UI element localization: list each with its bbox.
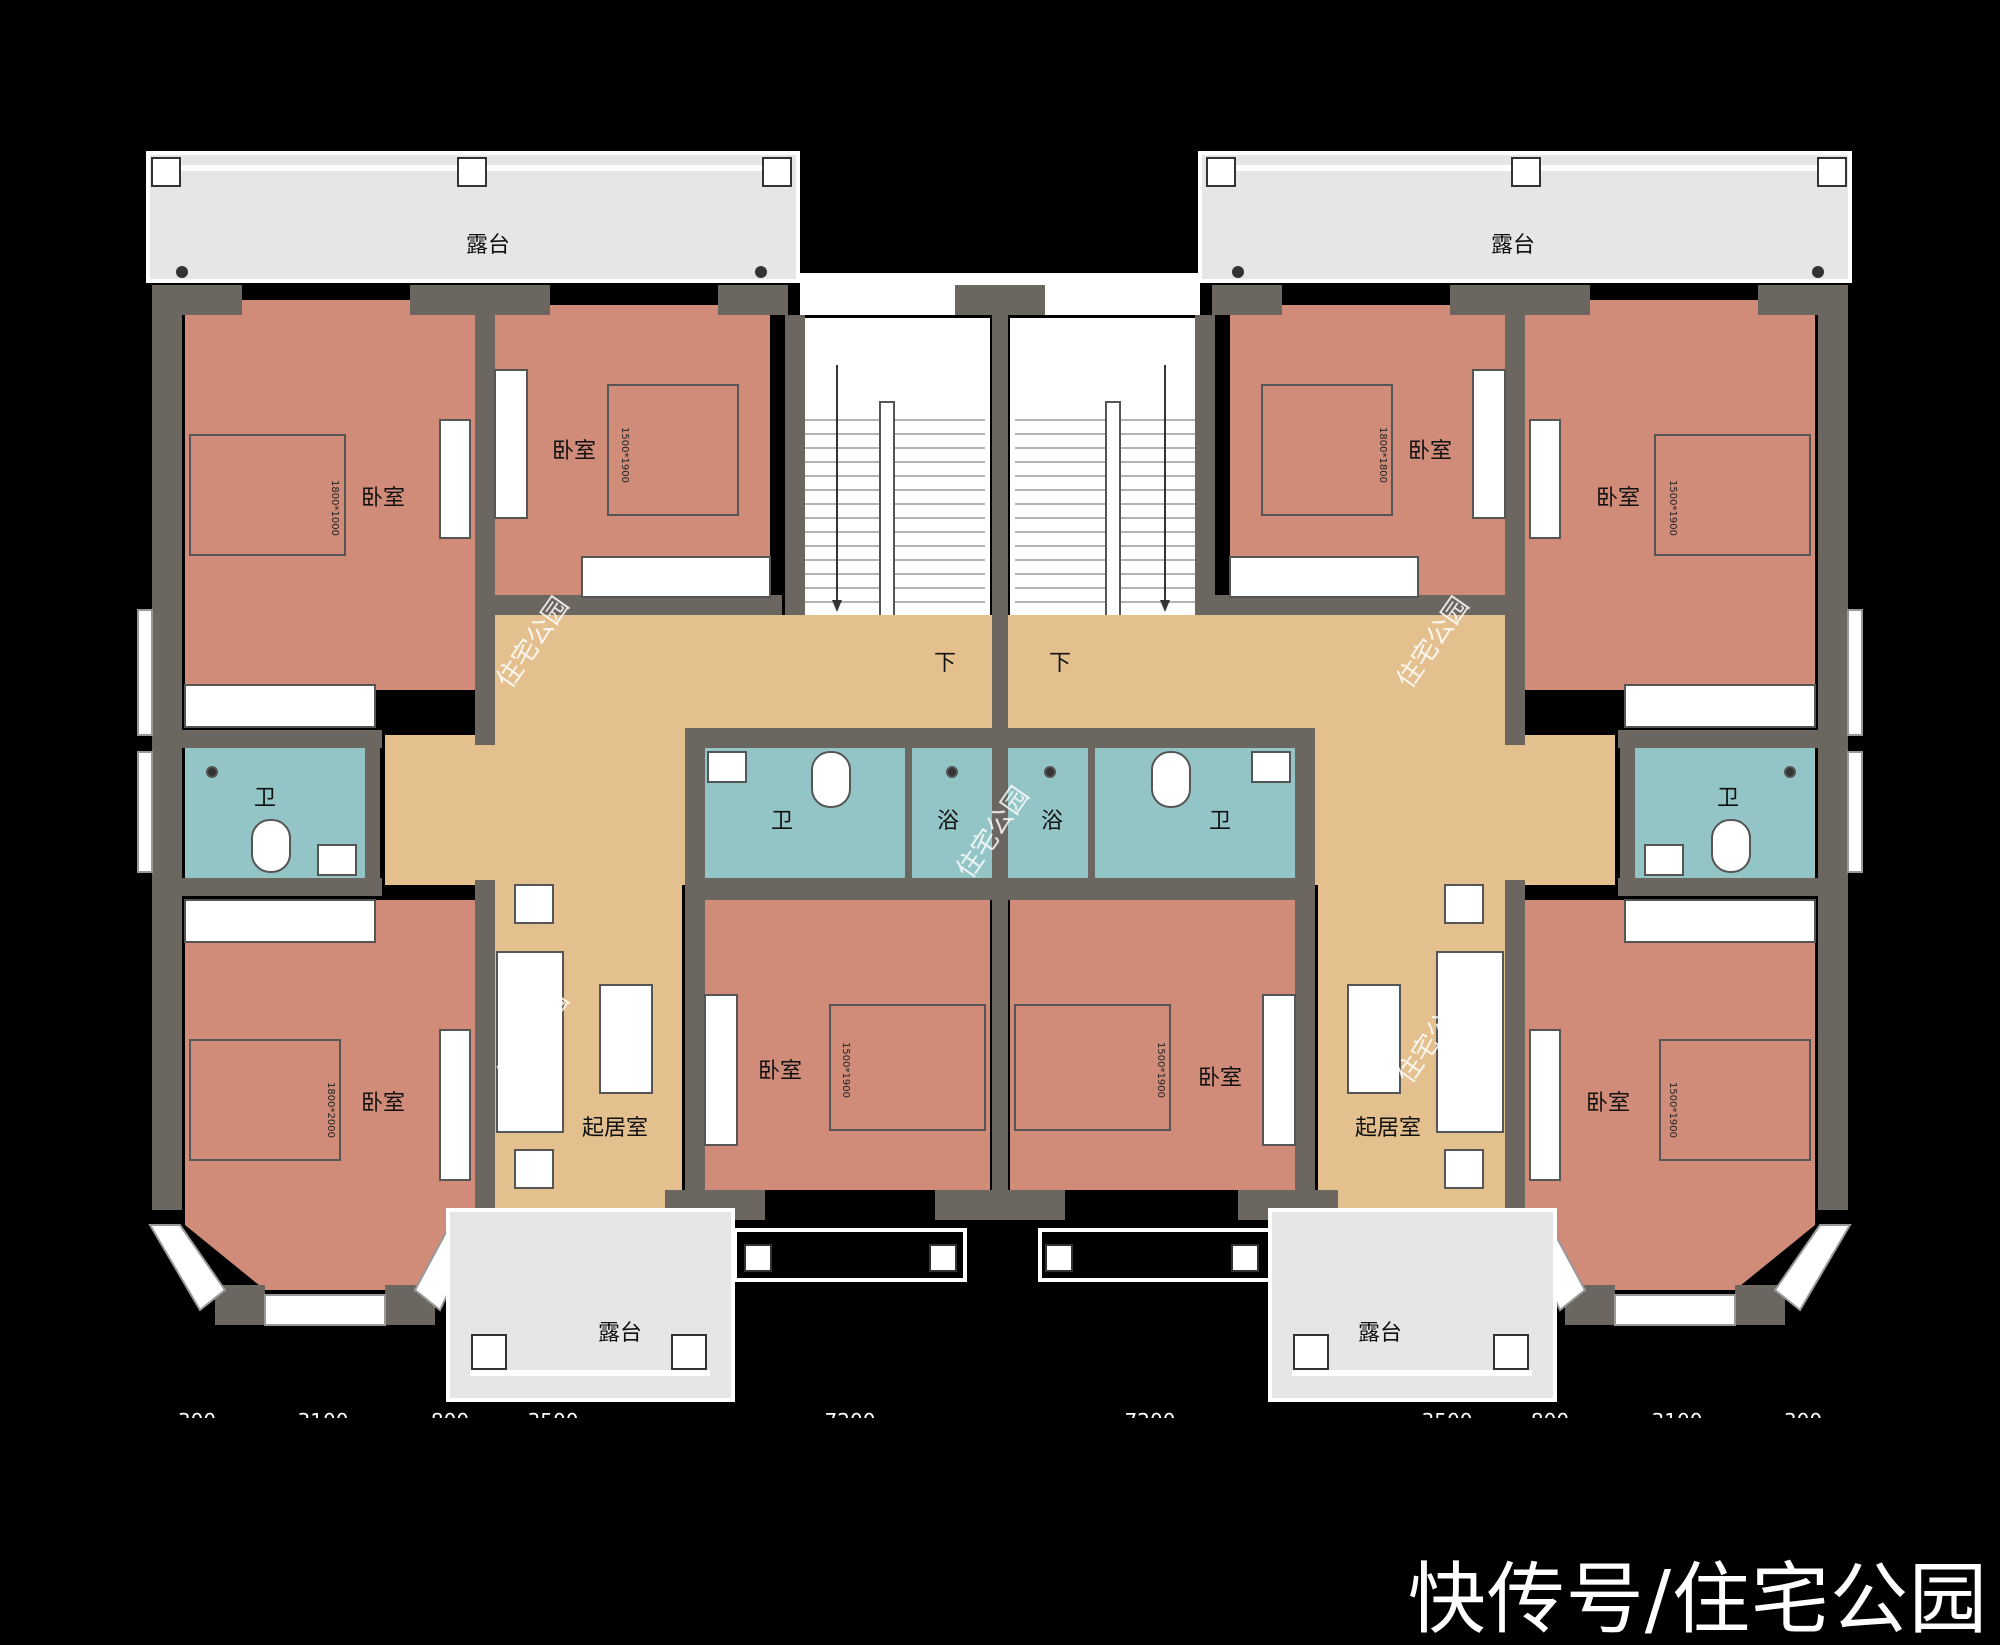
bathroom-label-left: 卫 — [254, 786, 276, 811]
bedrooms — [185, 300, 1815, 1290]
stairs-down-label-right: 下 — [1049, 651, 1071, 676]
bottom-terraces — [446, 1208, 1557, 1402]
shower-label-left: 浴 — [937, 809, 959, 834]
bed-dim-label-8: 1500*1900 — [1667, 1082, 1678, 1138]
bathroom-label-center-left: 卫 — [771, 809, 793, 834]
bed-dim-label-1: 1800*1000 — [329, 480, 340, 536]
terrace-label-top-right: 露台 — [1491, 233, 1535, 258]
terrace-label-bottom-right: 露台 — [1358, 1321, 1402, 1346]
side-windows — [137, 609, 1863, 873]
bed-dim-label-5: 1800*2000 — [325, 1082, 336, 1138]
bedroom-label-4: 卧室 — [1596, 486, 1640, 511]
terrace-labels: 露台 露台 露台 露台 — [466, 233, 1535, 1346]
wardrobes — [184, 369, 1816, 1181]
bathroom-label-right: 卫 — [1717, 786, 1739, 811]
living-labels: 起居室 起居室 下 下 — [582, 651, 1421, 1141]
bed-dim-label-6: 1500*1900 — [840, 1042, 851, 1098]
bedroom-label-1: 卧室 — [361, 486, 405, 511]
shower-label-right: 浴 — [1041, 809, 1063, 834]
stairs-down-label-left: 下 — [934, 651, 956, 676]
bedroom-label-3: 卧室 — [1408, 439, 1452, 464]
bedroom-label-8: 卧室 — [1586, 1091, 1630, 1116]
bed-dimension-labels: 1800*1000 1500*1900 1800*1800 1500*1900 … — [325, 427, 1678, 1138]
bed-dim-label-3: 1800*1800 — [1377, 427, 1388, 483]
bed-dim-label-7: 1500*1900 — [1155, 1042, 1166, 1098]
walls — [152, 285, 1848, 1325]
terrace-label-bottom-left: 露台 — [598, 1321, 642, 1346]
terrace-label-top-left: 露台 — [466, 233, 510, 258]
beds — [189, 384, 1811, 1161]
living-room-label-right: 起居室 — [1355, 1116, 1421, 1141]
caption: 快传号/住宅公园 — [1407, 1555, 1988, 1645]
living-room-label-left: 起居室 — [582, 1116, 648, 1141]
dimension-row: 300310080035007200720035008003100300 — [0, 1409, 2000, 1448]
top-terraces — [146, 151, 1852, 283]
bedroom-label-2: 卧室 — [552, 439, 596, 464]
bed-dim-label-4: 1500*1900 — [1667, 480, 1678, 536]
bedroom-label-6: 卧室 — [758, 1059, 802, 1084]
bath-fixtures — [206, 751, 1796, 876]
sofas — [496, 884, 1504, 1189]
bed-dim-label-2: 1500*1900 — [619, 427, 630, 483]
bedroom-labels: 卧室 卧室 卧室 卧室 卧室 卧室 卧室 卧室 — [361, 439, 1640, 1116]
bedroom-label-7: 卧室 — [1198, 1066, 1242, 1091]
bathroom-label-center-right: 卫 — [1209, 809, 1231, 834]
bathroom-labels: 卫 卫 浴 浴 卫 卫 — [254, 786, 1739, 834]
bedroom-label-5: 卧室 — [361, 1091, 405, 1116]
